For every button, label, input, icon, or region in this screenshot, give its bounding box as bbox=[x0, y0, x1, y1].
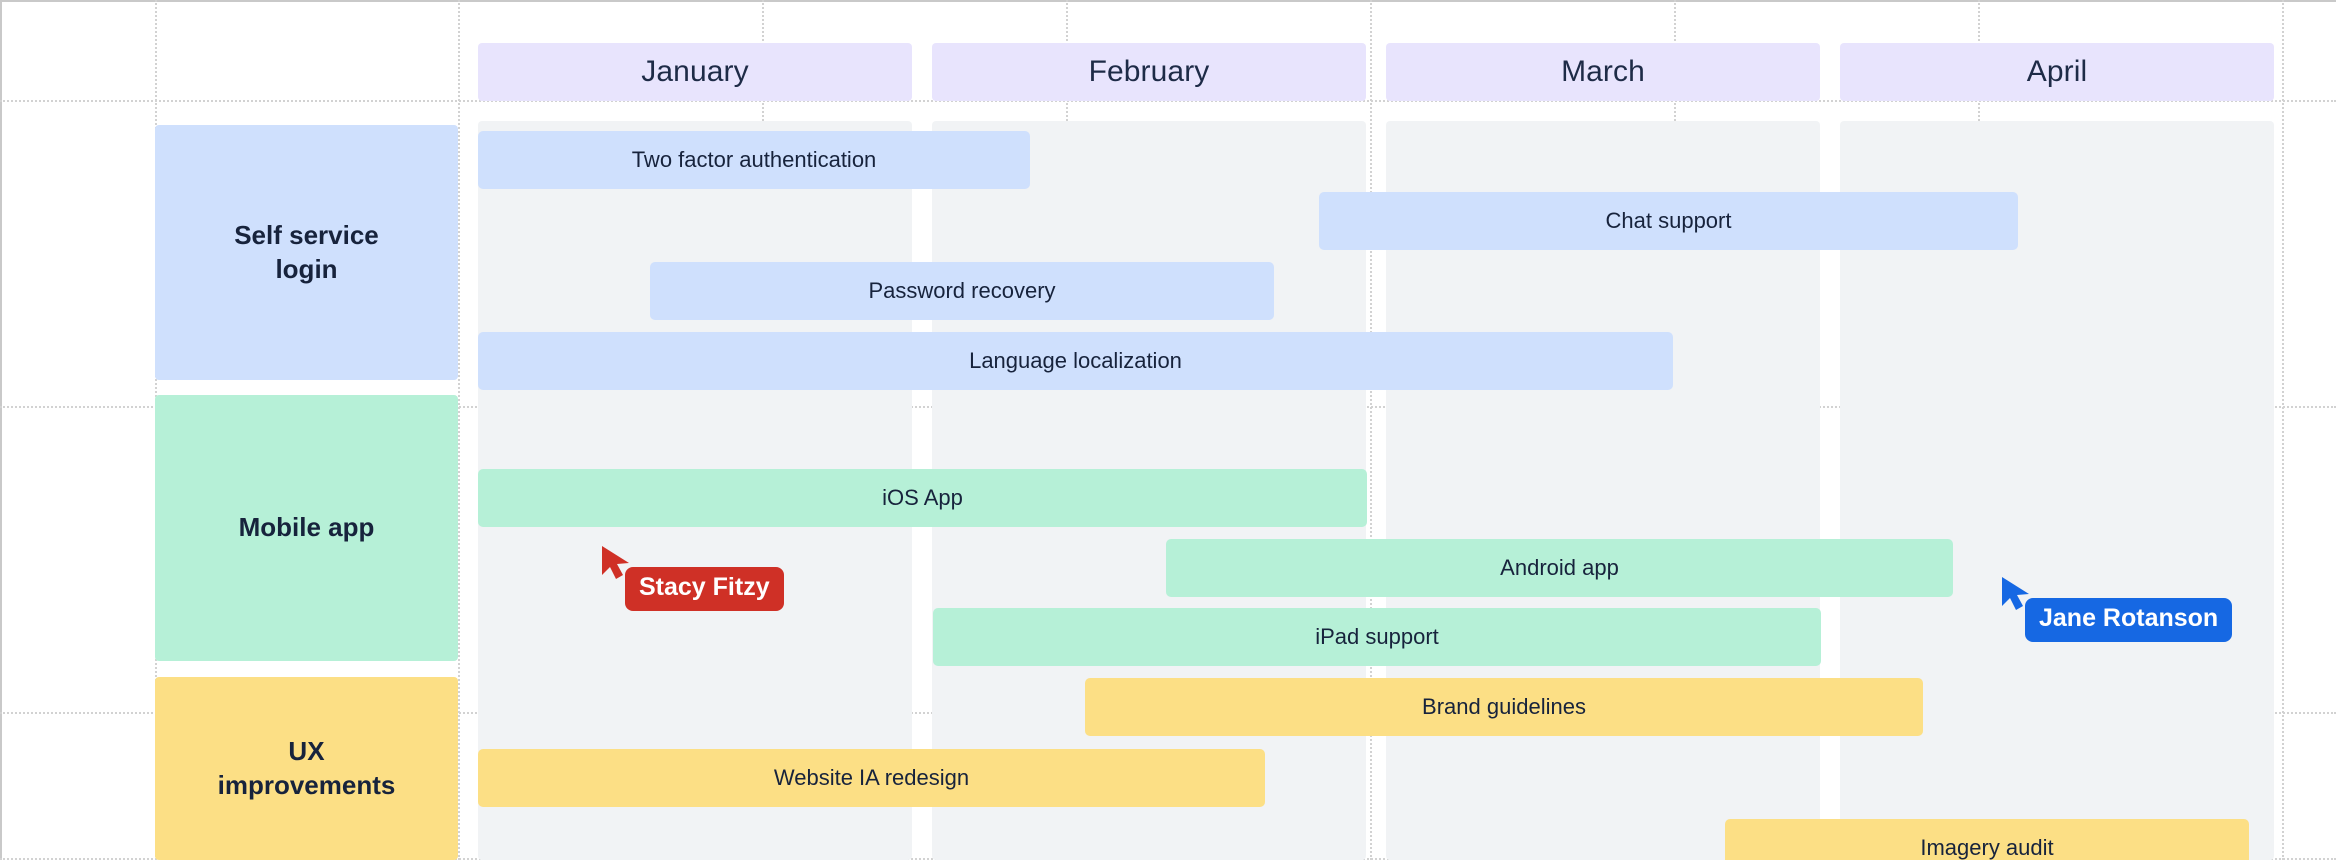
task-bar-language-localization[interactable]: Language localization bbox=[478, 332, 1673, 390]
task-bar-chat-support[interactable]: Chat support bbox=[1319, 192, 2018, 250]
task-bar-two-factor-authentication[interactable]: Two factor authentication bbox=[478, 131, 1030, 189]
task-bar-android-app[interactable]: Android app bbox=[1166, 539, 1953, 597]
task-bar-website-ia-redesign[interactable]: Website IA redesign bbox=[478, 749, 1265, 807]
task-bar-imagery-audit[interactable]: Imagery audit bbox=[1725, 819, 2249, 860]
month-header-april[interactable]: April bbox=[1840, 43, 2274, 101]
month-header-january[interactable]: January bbox=[478, 43, 912, 101]
swimlane-label-mobile-app[interactable]: Mobile app bbox=[155, 395, 458, 661]
month-header-march[interactable]: March bbox=[1386, 43, 1820, 101]
grid-line-vertical-1 bbox=[458, 0, 460, 860]
month-header-february[interactable]: February bbox=[932, 43, 1366, 101]
task-bar-password-recovery[interactable]: Password recovery bbox=[650, 262, 1274, 320]
task-bar-brand-guidelines[interactable]: Brand guidelines bbox=[1085, 678, 1923, 736]
grid-line-vertical-7 bbox=[2282, 0, 2284, 860]
task-bar-ios-app[interactable]: iOS App bbox=[478, 469, 1367, 527]
task-bar-ipad-support[interactable]: iPad support bbox=[933, 608, 1821, 666]
